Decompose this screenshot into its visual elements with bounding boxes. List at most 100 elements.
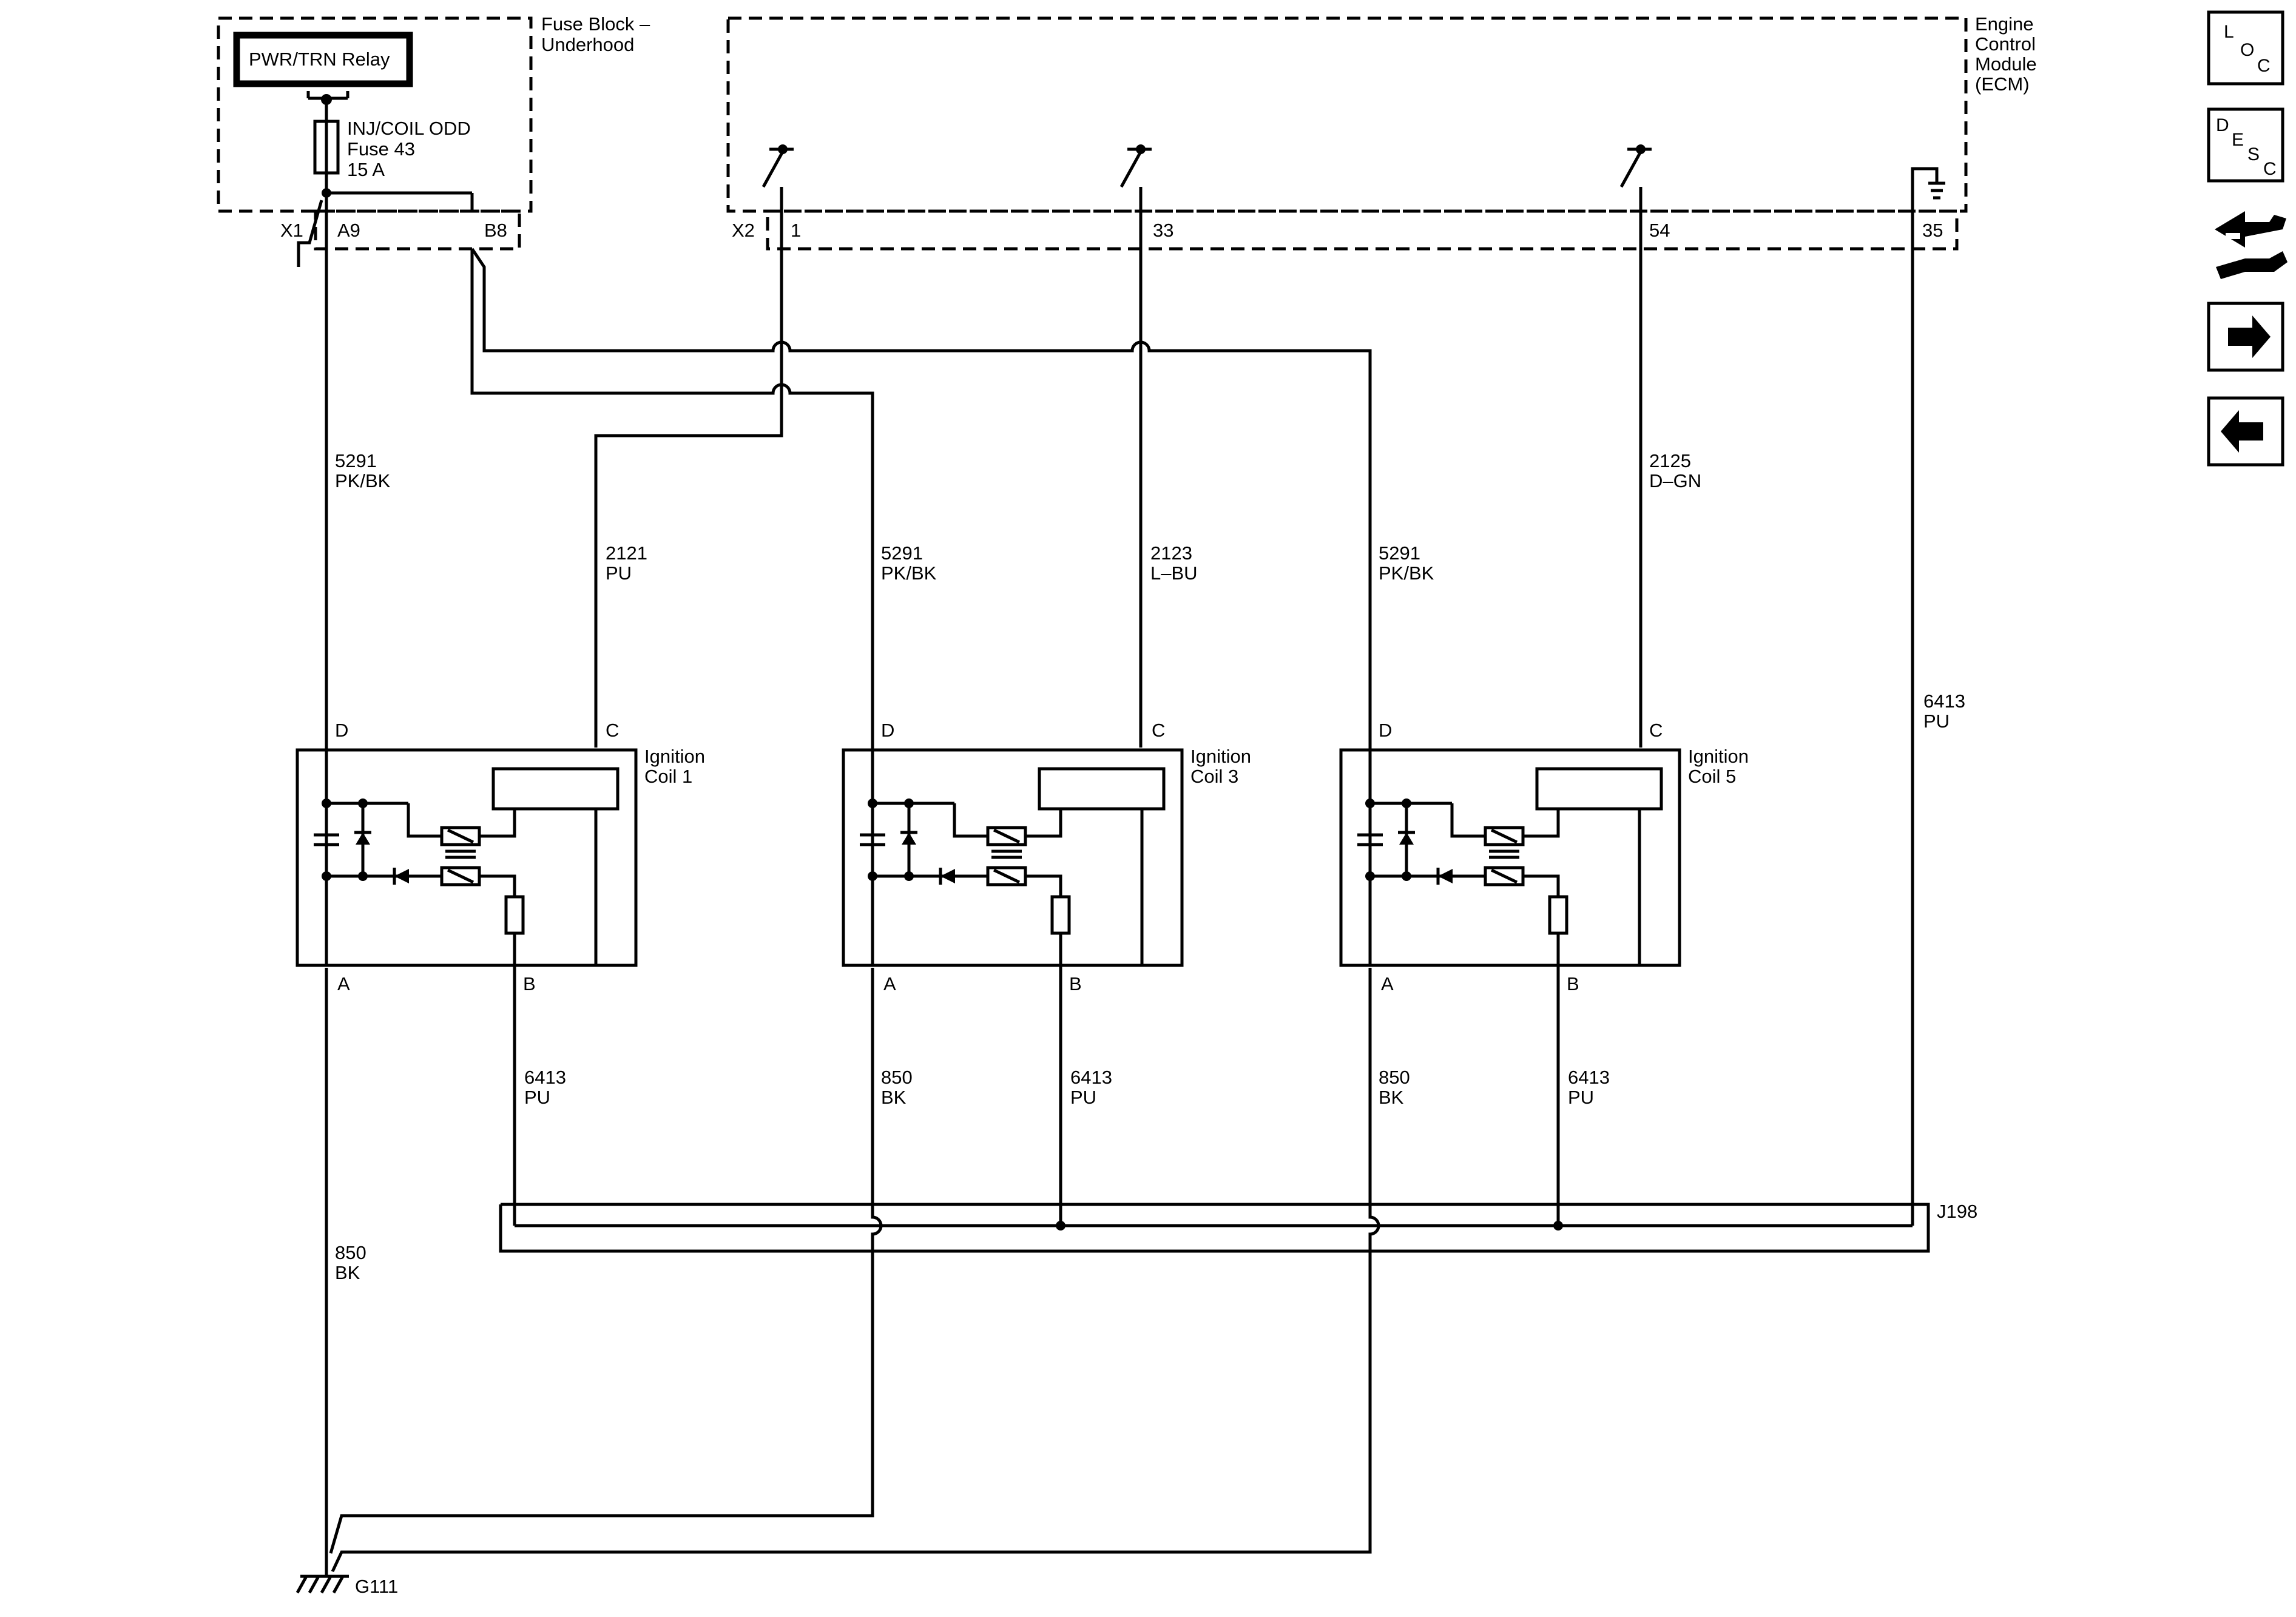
wire-label-6413-3-col: PU	[1070, 1087, 1096, 1108]
ground-label: G111	[355, 1576, 398, 1597]
wire-label-5291-a-num: 5291	[335, 450, 377, 471]
relay-label: PWR/TRN Relay	[249, 49, 390, 70]
capacitor-icon	[314, 833, 339, 846]
fuse-block-underhood: Fuse Block – Underhood PWR/TRN Relay INJ…	[217, 13, 650, 267]
coil-pin-a: A	[337, 973, 350, 994]
wire-label-850-3-col: BK	[881, 1087, 907, 1108]
wire-label-5291-c-col: PK/BK	[1379, 562, 1434, 584]
relay-outline	[233, 32, 413, 87]
wire-label-2125-col: D–GN	[1649, 470, 1701, 491]
diode-icon	[939, 868, 955, 885]
ecm-ground-icon	[1911, 167, 1945, 249]
loc-c: C	[2257, 56, 2271, 76]
diode-icon	[1436, 868, 1453, 885]
wire-label-6413-1-col: PU	[524, 1087, 550, 1108]
ecm-title-1: Engine	[1975, 13, 2034, 35]
pin-a9: A9	[337, 220, 360, 241]
fuse-label-2: Fuse 43	[347, 138, 415, 160]
coil-housing	[1339, 748, 1681, 967]
coil-housing	[842, 748, 1184, 967]
fuse-block-connector	[314, 209, 521, 251]
zener-diode-icon	[900, 803, 917, 876]
ecm-switch-54-icon	[1619, 144, 1652, 188]
wire-850-coil5	[331, 968, 1380, 1573]
ecm-switch-1-icon	[761, 144, 794, 188]
coil-pin-d: D	[335, 720, 348, 741]
wire-5291-coil5	[470, 248, 1372, 748]
coil-pin-c: C	[1152, 720, 1165, 741]
resistor-icon	[1050, 895, 1071, 935]
coil-pin-b: B	[523, 973, 536, 994]
wire-label-6413-5-col: PU	[1568, 1087, 1594, 1108]
wire-label-6413-ecm-col: PU	[1923, 711, 1950, 732]
pin-54: 54	[1649, 220, 1670, 241]
coil-pin-a: A	[883, 973, 896, 994]
wire-label-2121-col: PU	[606, 562, 632, 584]
wire-2121	[594, 187, 783, 748]
coil-name-2: Coil 5	[1688, 766, 1736, 787]
connector-x2: X2	[732, 220, 755, 241]
coil-pin-c: C	[1649, 720, 1663, 741]
pin-35: 35	[1922, 220, 1943, 241]
loc-o: O	[2240, 40, 2254, 60]
pin-b8: B8	[484, 220, 507, 241]
wire-label-6413-1-num: 6413	[524, 1067, 566, 1088]
capacitor-icon	[860, 833, 885, 846]
ecm-title-4: (ECM)	[1975, 73, 2030, 95]
desc-c: C	[2263, 159, 2277, 179]
coil-pin-b: B	[1567, 973, 1579, 994]
loc-button[interactable]: L O C	[2207, 10, 2284, 86]
ecm-outline	[726, 16, 1968, 213]
fuse-label-1: INJ/COIL ODD	[347, 118, 471, 139]
wires	[325, 187, 1914, 1573]
splice-node-coil3	[1056, 1221, 1065, 1230]
desc-button[interactable]: D E S C	[2207, 107, 2284, 183]
loc-l: L	[2224, 22, 2234, 42]
secondary-winding-icon	[1484, 866, 1525, 886]
wire-label-850-5-col: BK	[1379, 1087, 1404, 1108]
ecm-connector	[766, 209, 1959, 251]
wire-label-850-main-col: BK	[335, 1262, 360, 1283]
wire-label-5291-b-col: PK/BK	[881, 562, 937, 584]
pin-33: 33	[1153, 220, 1173, 241]
secondary-winding-icon	[440, 866, 481, 886]
coil-driver-module	[1535, 767, 1663, 811]
zener-diode-icon	[1398, 803, 1415, 876]
wire-label-2123-num: 2123	[1150, 542, 1192, 564]
wire-label-6413-5-num: 6413	[1568, 1067, 1610, 1088]
wire-label-5291-a-col: PK/BK	[335, 470, 391, 491]
ecm-title-3: Module	[1975, 53, 2037, 75]
arrow-left-icon[interactable]	[2207, 396, 2284, 467]
splice-node-coil5	[1553, 1221, 1563, 1230]
connector-repair-icon[interactable]	[2215, 211, 2288, 279]
ecm-title-2: Control	[1975, 33, 2036, 55]
secondary-winding-icon	[986, 866, 1027, 886]
engine-control-module: Engine Control Module (ECM) X2 1 33 54 3…	[726, 13, 2037, 251]
coil-pin-d: D	[881, 720, 894, 741]
coil-name-1: Ignition	[1190, 746, 1251, 767]
zener-diode-icon	[354, 803, 371, 876]
resistor-icon	[504, 895, 525, 935]
coil-name-2: Coil 3	[1190, 766, 1238, 787]
arrow-right-icon[interactable]	[2207, 302, 2284, 372]
pwr-trn-relay: PWR/TRN Relay	[233, 32, 413, 87]
wire-label-5291-b-num: 5291	[881, 542, 923, 564]
coil-driver-module	[491, 767, 620, 811]
coil-driver-module	[1038, 767, 1166, 811]
wire-label-2125-num: 2125	[1649, 450, 1691, 471]
diode-icon	[393, 868, 409, 885]
fuse-block-outline	[217, 16, 533, 213]
primary-winding-icon	[1484, 826, 1525, 846]
coil-name-1: Ignition	[644, 746, 705, 767]
wire-label-5291-c-num: 5291	[1379, 542, 1420, 564]
coil-name-1: Ignition	[1688, 746, 1749, 767]
wire-5291-coil3	[470, 249, 874, 748]
resistor-icon	[1548, 895, 1568, 935]
fuse-43-icon	[313, 120, 340, 175]
wire-label-2121-num: 2121	[606, 542, 647, 564]
primary-winding-icon	[986, 826, 1027, 846]
coil-housing	[295, 748, 638, 967]
